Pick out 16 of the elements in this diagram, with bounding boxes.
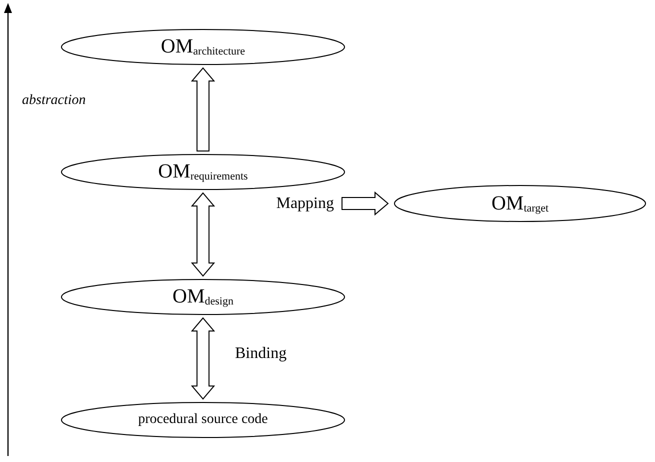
block-arrow [190, 192, 216, 277]
node-label: procedural source code [137, 413, 269, 427]
block-arrow [190, 317, 216, 400]
ellipse-node [61, 279, 345, 315]
block-arrow [342, 191, 389, 216]
block-arrow [190, 67, 216, 152]
node-label: OM$_{requirements}$ [157, 162, 249, 182]
edge-label: Mapping [276, 194, 334, 212]
ellipse-node [61, 402, 345, 438]
node-label: OM$_{architecture}$ [160, 36, 246, 58]
edge-label: Binding [235, 345, 287, 363]
ellipse-node [61, 29, 345, 65]
node-label: OM$_{design}$ [172, 286, 234, 308]
node-label: OM$_{target}$ [490, 193, 550, 214]
ellipse-node [61, 154, 345, 190]
ellipse-node [394, 185, 646, 222]
